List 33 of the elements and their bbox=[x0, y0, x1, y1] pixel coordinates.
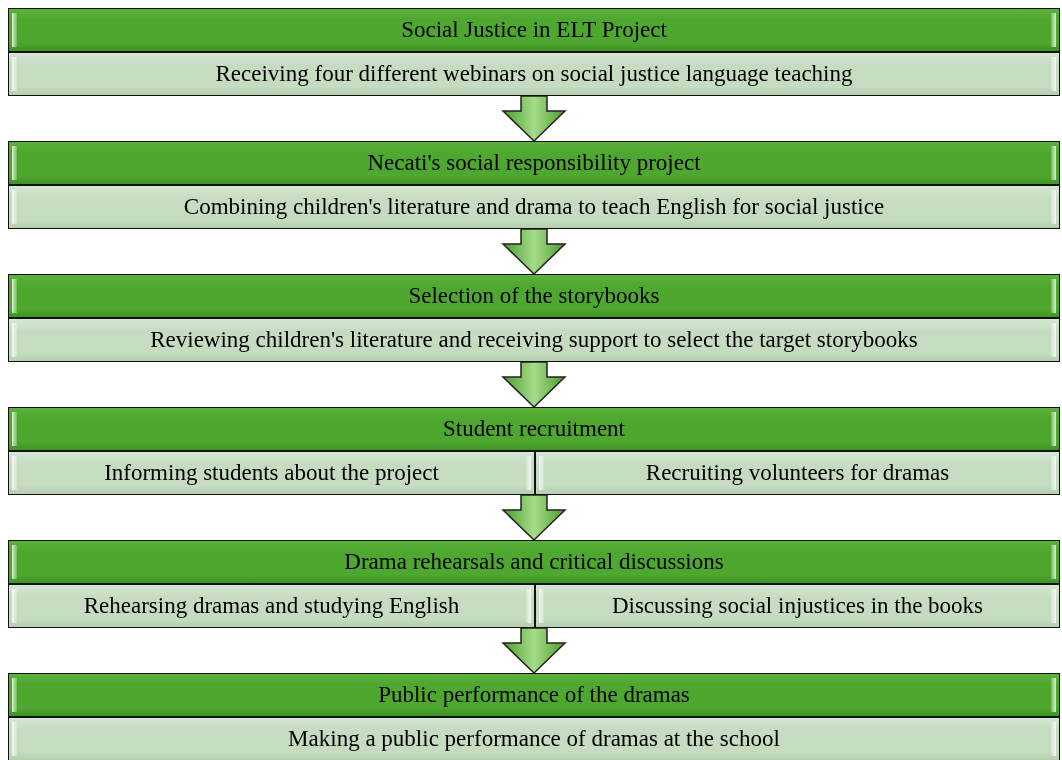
stage-description: Combining children's literature and drama to teach English for social justice bbox=[183, 194, 885, 220]
stage-header-band bbox=[8, 141, 1060, 185]
stage-header-band bbox=[8, 274, 1060, 318]
stage-detail-band bbox=[535, 451, 1060, 495]
stage-detail-band bbox=[8, 318, 1060, 362]
stage-title: Drama rehearsals and critical discussions bbox=[344, 549, 724, 575]
stage-description: Recruiting volunteers for dramas bbox=[645, 460, 950, 486]
stage-header-band bbox=[8, 407, 1060, 451]
stage-title: Social Justice in ELT Project bbox=[401, 17, 667, 43]
stage-description: Receiving four different webinars on social justice language teaching bbox=[215, 61, 853, 87]
stage-detail-band bbox=[8, 451, 535, 495]
stage-detail-band bbox=[8, 185, 1060, 229]
stage-title: Public performance of the dramas bbox=[378, 682, 690, 708]
stage-detail-band bbox=[8, 52, 1060, 96]
stage-description: Informing students about the project bbox=[104, 460, 439, 486]
stage-title: Student recruitment bbox=[442, 416, 625, 442]
stage-detail-band bbox=[8, 584, 535, 628]
stage-header-band bbox=[8, 673, 1060, 717]
block-arrow bbox=[501, 494, 567, 542]
stage-description: Making a public performance of dramas at the school bbox=[288, 726, 780, 752]
stage-description: Discussing social injustices in the books bbox=[611, 593, 984, 619]
stage-header-band bbox=[8, 540, 1060, 584]
stage-description: Rehearsing dramas and studying English bbox=[83, 593, 460, 619]
stage-detail-band bbox=[8, 717, 1060, 760]
block-arrow bbox=[501, 627, 567, 675]
stage-title: Selection of the storybooks bbox=[408, 283, 660, 309]
stage-header-band bbox=[8, 8, 1060, 52]
stage-detail-band bbox=[535, 584, 1060, 628]
block-arrow bbox=[501, 95, 567, 143]
block-arrow bbox=[501, 228, 567, 276]
stage-description: Reviewing children's literature and receiving support to select the target storybooks bbox=[150, 327, 918, 353]
stage-title: Necati's social responsibility project bbox=[367, 150, 701, 176]
block-arrow bbox=[501, 361, 567, 409]
